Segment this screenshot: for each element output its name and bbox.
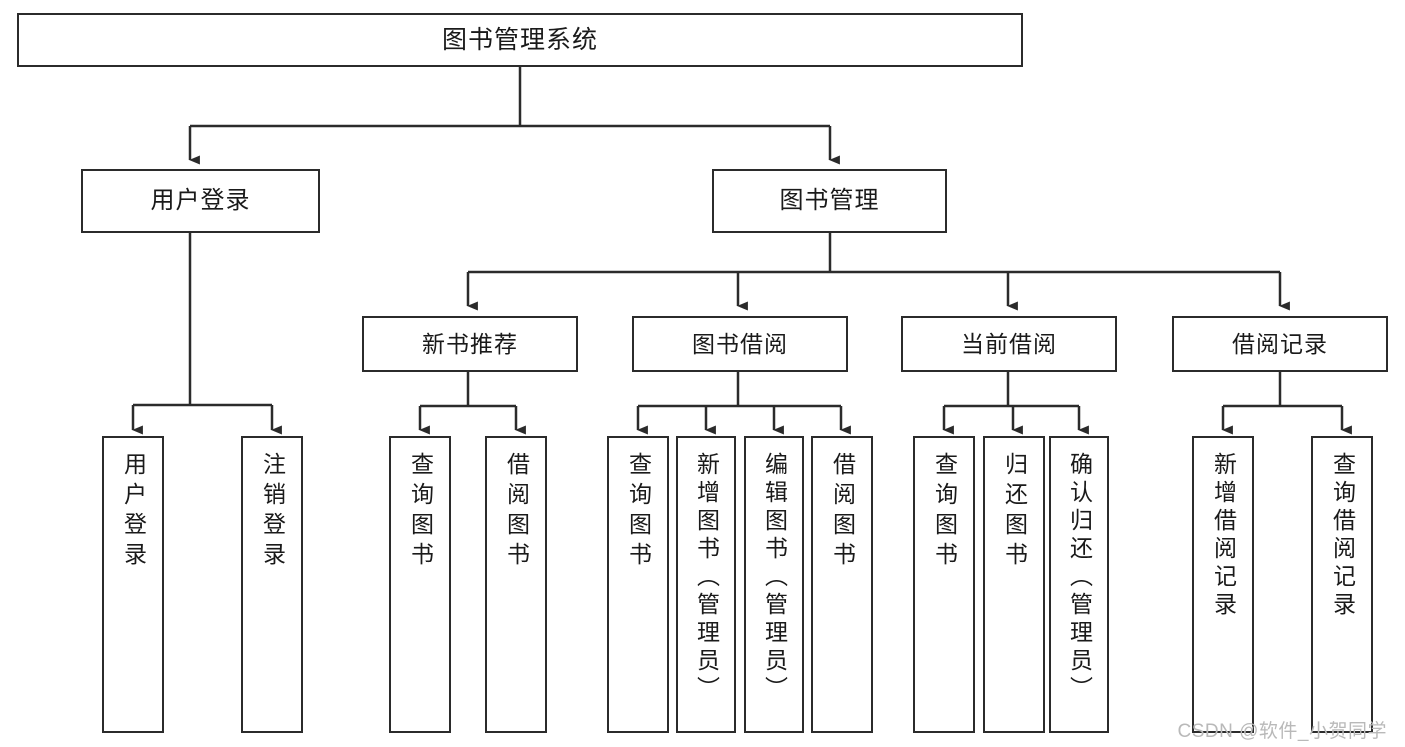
node-label: 归还图书: [1001, 452, 1028, 572]
node-borrowing-records[interactable]: 借阅记录: [1172, 316, 1388, 372]
node-label: 用户登录: [150, 187, 251, 215]
node-book-borrowing[interactable]: 图书借阅: [632, 316, 848, 372]
leaf-query-borrowing-record[interactable]: 查询借阅记录: [1311, 436, 1373, 733]
node-label: 新增图书（管理员）: [693, 452, 720, 704]
leaf-borrow-books-recommend[interactable]: 借阅图书: [485, 436, 547, 733]
node-label: 查询图书: [407, 452, 434, 572]
leaf-query-books-recommend[interactable]: 查询图书: [389, 436, 451, 733]
node-label: 图书借阅: [692, 330, 788, 357]
leaf-query-books-current[interactable]: 查询图书: [913, 436, 975, 733]
leaf-add-borrowing-record[interactable]: 新增借阅记录: [1192, 436, 1254, 733]
csdn-watermark: CSDN @软件_小贺同学: [1177, 721, 1387, 742]
node-label: 注销登录: [259, 452, 286, 572]
node-label: 新书推荐: [422, 330, 518, 357]
leaf-edit-book-admin[interactable]: 编辑图书（管理员）: [744, 436, 804, 733]
node-label: 图书管理: [779, 187, 880, 215]
node-new-book-recommendation[interactable]: 新书推荐: [362, 316, 578, 372]
node-book-management[interactable]: 图书管理: [712, 169, 947, 233]
leaf-user-login[interactable]: 用户登录: [102, 436, 164, 733]
node-label: 当前借阅: [961, 330, 1057, 357]
leaf-logout[interactable]: 注销登录: [241, 436, 303, 733]
leaf-confirm-return-admin[interactable]: 确认归还（管理员）: [1049, 436, 1109, 733]
node-label: 借阅图书: [503, 452, 530, 572]
node-label: 确认归还（管理员）: [1066, 452, 1093, 704]
node-label: 查询图书: [625, 452, 652, 572]
node-label: 借阅记录: [1232, 330, 1328, 357]
node-current-borrowing[interactable]: 当前借阅: [901, 316, 1117, 372]
leaf-return-books[interactable]: 归还图书: [983, 436, 1045, 733]
leaf-add-book-admin[interactable]: 新增图书（管理员）: [676, 436, 736, 733]
node-label: 新增借阅记录: [1210, 452, 1237, 620]
node-user-login[interactable]: 用户登录: [81, 169, 320, 233]
node-root-book-management-system[interactable]: 图书管理系统: [17, 13, 1023, 67]
node-label: 查询借阅记录: [1329, 452, 1356, 620]
node-label: 编辑图书（管理员）: [761, 452, 788, 704]
leaf-query-books-borrowing[interactable]: 查询图书: [607, 436, 669, 733]
leaf-borrow-books[interactable]: 借阅图书: [811, 436, 873, 733]
node-label: 图书管理系统: [441, 25, 598, 54]
node-label: 用户登录: [120, 452, 147, 572]
node-label: 查询图书: [931, 452, 958, 572]
node-label: 借阅图书: [829, 452, 856, 572]
